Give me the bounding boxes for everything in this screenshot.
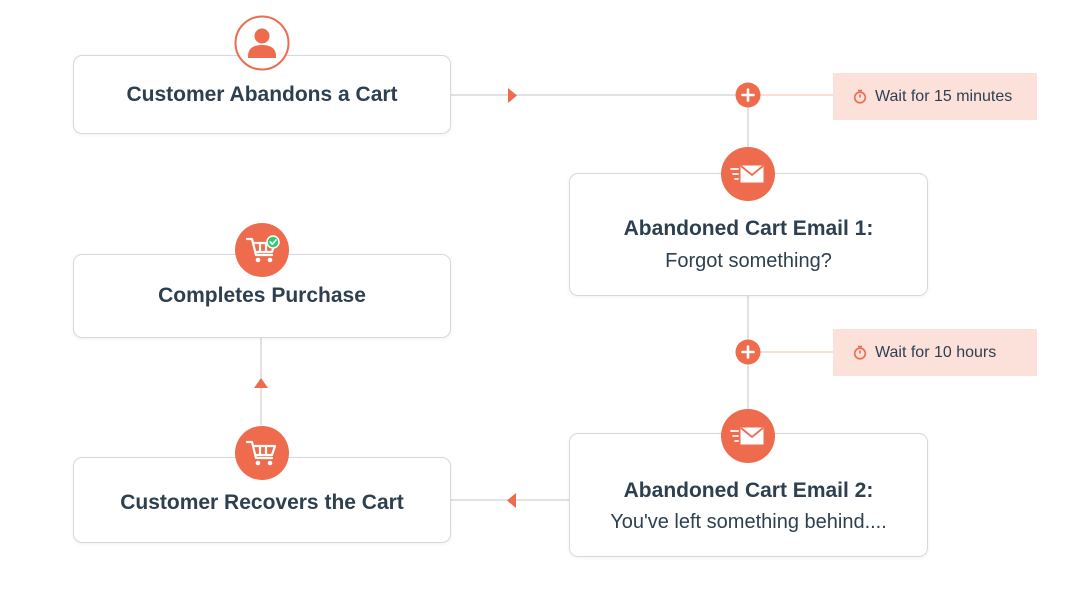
node-label: Completes Purchase	[158, 284, 366, 308]
node-label: Customer Recovers the Cart	[120, 491, 404, 515]
add-step-button-2[interactable]	[735, 339, 761, 365]
node-title: Abandoned Cart Email 1:	[623, 217, 874, 241]
node-abandoned-cart-email-2: Abandoned Cart Email 2: You've left some…	[569, 433, 928, 557]
node-title: Abandoned Cart Email 2:	[623, 478, 874, 502]
node-label: Customer Abandons a Cart	[126, 82, 398, 106]
add-step-button-1[interactable]	[735, 82, 761, 108]
wait-step-15-minutes: Wait for 15 minutes	[833, 73, 1037, 120]
node-completes-purchase: Completes Purchase	[73, 254, 451, 338]
plus-icon	[741, 88, 755, 102]
cart-check-icon	[235, 223, 289, 277]
person-icon	[234, 15, 290, 71]
shopping-cart-icon	[235, 426, 289, 480]
email-icon	[721, 147, 775, 201]
wait-label: Wait for 10 hours	[875, 343, 997, 361]
stopwatch-icon	[853, 89, 867, 104]
arrow-up	[254, 378, 268, 388]
arrow-left	[507, 493, 516, 508]
email-icon	[721, 409, 775, 463]
check-badge	[266, 235, 280, 249]
arrow-right	[508, 88, 517, 103]
wait-step-10-hours: Wait for 10 hours	[833, 329, 1037, 376]
node-subtitle: You've left something behind....	[610, 511, 887, 534]
stopwatch-icon	[853, 345, 867, 360]
node-subtitle: Forgot something?	[665, 249, 832, 272]
plus-icon	[741, 345, 755, 359]
wait-label: Wait for 15 minutes	[875, 87, 1013, 105]
